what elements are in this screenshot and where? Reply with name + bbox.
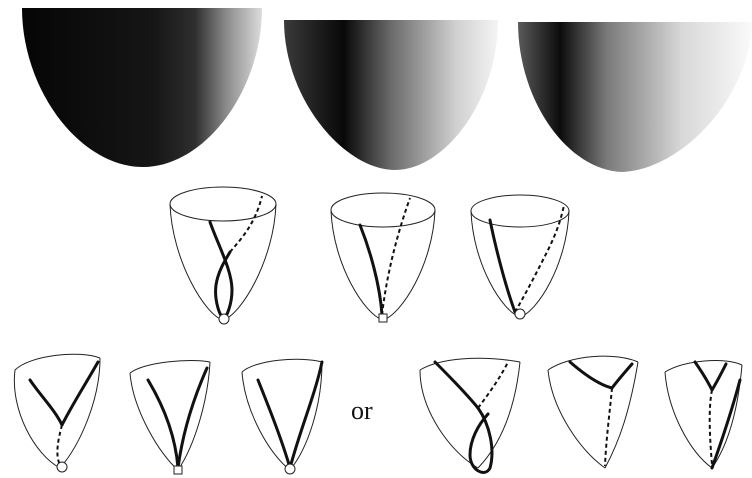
or-connector-label: or [351,396,373,426]
shaded-paraboloid-1 [22,8,262,167]
wireframe-paraboloid-1 [170,187,276,324]
square-marker-b2 [174,466,182,474]
circle-marker-1 [219,314,229,324]
folded-sheet-5 [548,356,638,468]
folded-sheet-1 [14,354,100,472]
folded-sheet-4 [420,358,520,472]
circle-marker-b3 [285,464,295,474]
shaded-paraboloid-3 [518,22,752,172]
circle-marker-3 [515,309,525,319]
wireframe-paraboloid-2 [331,193,435,322]
folded-sheet-6 [665,361,742,468]
square-marker-2 [379,314,387,322]
folded-sheet-2 [130,360,210,474]
folded-sheet-3 [242,359,322,474]
shaded-paraboloid-2 [284,20,498,170]
wireframe-paraboloid-3 [471,195,569,319]
circle-marker-b1 [57,462,67,472]
